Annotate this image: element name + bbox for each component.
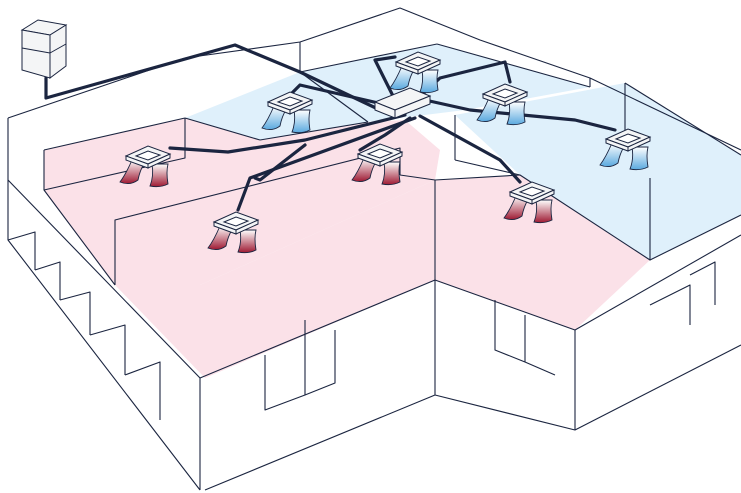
zone-cool-back — [185, 44, 590, 140]
wall-line — [299, 43, 438, 73]
outdoor-condenser-icon — [20, 19, 68, 79]
pipe-branch-cool — [373, 55, 397, 102]
wall-line — [264, 355, 306, 411]
wall-line — [434, 174, 651, 261]
pipe-branch-cool — [288, 83, 402, 110]
wall-line — [624, 82, 741, 156]
wall-line — [574, 344, 741, 431]
heating-indoor-unit-icon — [119, 145, 172, 188]
wall-line — [114, 147, 401, 285]
cooling-indoor-unit-icon — [261, 91, 314, 134]
wall-line — [649, 214, 741, 261]
heating-indoor-unit-icon — [503, 181, 556, 224]
heating-indoor-unit-icon — [207, 211, 260, 254]
wall-line — [59, 291, 91, 335]
wall-line — [43, 117, 186, 151]
cooling-indoor-unit-icon — [599, 128, 652, 171]
zone-cool-right — [455, 83, 741, 260]
wall-line — [689, 261, 716, 305]
wall-line — [399, 174, 436, 181]
pipe-branch-heat — [168, 113, 407, 154]
wall-line — [34, 261, 61, 300]
heating-indoor-unit-icon — [351, 143, 404, 186]
cooling-indoor-unit-icon — [476, 83, 529, 126]
wall-line — [649, 284, 691, 325]
pipe-branch-heat — [253, 143, 307, 182]
wall-line — [7, 231, 36, 270]
wall-line — [259, 121, 369, 141]
wall-line — [199, 279, 436, 491]
wall-line — [7, 118, 201, 491]
branch-box-icon — [373, 87, 432, 119]
zone-heat-front — [115, 175, 650, 378]
wall-line — [7, 179, 201, 379]
wall-line — [304, 320, 336, 396]
pipe-branch-heat — [236, 116, 417, 212]
wall-line — [524, 315, 556, 376]
pipe-branch-heat — [418, 114, 522, 184]
indoor-units — [119, 51, 652, 254]
building-walls — [7, 7, 741, 491]
wall-line — [184, 117, 261, 141]
wall-line — [434, 279, 576, 431]
wall-line — [299, 71, 369, 123]
cooling-indoor-unit-icon — [389, 51, 442, 94]
wall-line — [89, 324, 126, 375]
wall-line — [436, 43, 591, 88]
wall-line — [43, 118, 186, 191]
wall-line — [494, 300, 526, 363]
wall-line — [124, 361, 161, 420]
wall-line — [454, 159, 521, 176]
pipe-main — [44, 43, 382, 112]
wall-line — [574, 234, 741, 331]
